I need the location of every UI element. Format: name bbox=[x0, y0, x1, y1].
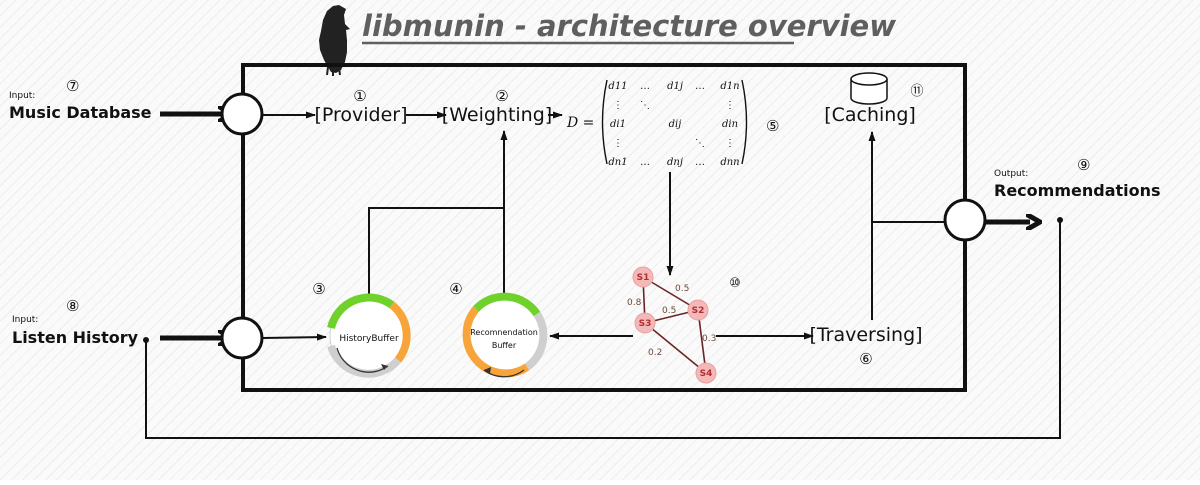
matrix-right-bracket bbox=[741, 79, 748, 165]
matrix-number: ⑤ bbox=[766, 117, 779, 135]
node-s2 bbox=[687, 299, 709, 321]
historybuffer-to-weighting-line bbox=[368, 207, 504, 294]
history-buffer-ring-icon bbox=[327, 293, 411, 378]
listen-history-prefix: Input: bbox=[12, 315, 38, 325]
rec-buffer-label-line2: Buffer bbox=[492, 341, 517, 350]
matrix-cell: din bbox=[722, 119, 738, 130]
listen-to-historybuffer-arrow bbox=[262, 333, 327, 341]
weighting-label: [Weighting] bbox=[442, 104, 552, 126]
node-s3-label: S3 bbox=[639, 319, 652, 329]
matrix-cell: ⋮ bbox=[613, 138, 623, 149]
node-s2-label: S2 bbox=[692, 306, 705, 316]
diagram-title: libmunin - architecture overview bbox=[362, 9, 896, 43]
node-s1-label: S1 bbox=[637, 273, 650, 283]
matrix-cell: ⋮ bbox=[725, 138, 735, 149]
matrix-cell: dn1 bbox=[608, 157, 627, 168]
edge-label-s1-s2: 0.5 bbox=[675, 284, 689, 294]
edge-s2-s4 bbox=[697, 309, 707, 374]
feedback-start-dot bbox=[1057, 217, 1063, 223]
rec-buffer-number: ④ bbox=[449, 280, 462, 298]
edge-s1-s2 bbox=[642, 276, 699, 311]
traversing-label: [Traversing] bbox=[809, 324, 922, 346]
raven-logo-icon bbox=[319, 5, 350, 76]
history-buffer-number: ③ bbox=[312, 280, 325, 298]
matrix-label: D = bbox=[566, 115, 594, 131]
node-s3 bbox=[634, 312, 656, 334]
similarity-graph: 0.5 0.8 0.5 0.3 0.2 S1 S2 S3 S4 ⑩ bbox=[627, 266, 741, 384]
edge-label-s2-s4: 0.3 bbox=[702, 334, 716, 344]
recommendation-buffer-ring-icon bbox=[462, 292, 548, 378]
edge-label-s1-s3: 0.8 bbox=[627, 298, 642, 308]
rec-buffer-label-line1: Recomnendation bbox=[470, 328, 538, 337]
matrix-cell: d1j bbox=[667, 81, 683, 92]
music-db-label: Music Database bbox=[9, 103, 152, 122]
music-db-port bbox=[220, 92, 264, 136]
caching-number: ⑪ bbox=[910, 84, 923, 99]
node-s4 bbox=[695, 362, 717, 384]
caching-label: [Caching] bbox=[824, 104, 916, 126]
music-db-prefix: Input: bbox=[9, 91, 35, 101]
matrix-cell: dij bbox=[669, 119, 682, 130]
edge-label-s3-s4: 0.2 bbox=[648, 348, 662, 358]
matrix-cell: di1 bbox=[610, 119, 626, 130]
matrix-cell: ⋮ bbox=[613, 100, 623, 111]
traversing-number: ⑥ bbox=[859, 350, 872, 368]
provider-number: ① bbox=[353, 87, 366, 105]
weighting-number: ② bbox=[495, 87, 508, 105]
output-label: Recommendations bbox=[994, 181, 1161, 200]
matrix-cell: … bbox=[640, 81, 650, 92]
listen-history-label: Listen History bbox=[12, 328, 139, 347]
matrix-cell: ⋱ bbox=[640, 100, 650, 111]
feedback-end-dot bbox=[143, 337, 149, 343]
matrix-cell: d11 bbox=[608, 81, 627, 92]
feedback-loop-line bbox=[145, 220, 1061, 439]
distance-matrix: D = d11 … d1j … d1n ⋮ ⋱ ⋮ di1 dij din ⋮ ⋱ ⋮ dn1 … dnj … dn… bbox=[566, 79, 779, 168]
matrix-cell: … bbox=[640, 157, 650, 168]
listen-history-port bbox=[220, 316, 264, 360]
history-buffer-label: HistoryBuffer bbox=[339, 334, 399, 344]
output-prefix: Output: bbox=[994, 169, 1028, 179]
music-db-number: ⑦ bbox=[66, 77, 79, 95]
matrix-left-bracket bbox=[601, 79, 608, 165]
node-s4-label: S4 bbox=[700, 369, 713, 379]
matrix-cell: ⋱ bbox=[695, 138, 705, 149]
matrix-cell: … bbox=[695, 157, 705, 168]
matrix-cell: ⋮ bbox=[725, 100, 735, 111]
listen-history-number: ⑧ bbox=[66, 297, 79, 315]
matrix-cell: d1n bbox=[720, 81, 739, 92]
edge-label-s3-s2: 0.5 bbox=[662, 306, 676, 316]
matrix-cell: dnn bbox=[720, 157, 739, 168]
provider-label: [Provider] bbox=[314, 104, 407, 126]
matrix-cell: … bbox=[695, 81, 705, 92]
matrix-cell: dnj bbox=[667, 157, 683, 168]
cache-cylinder-icon bbox=[850, 72, 888, 105]
output-port bbox=[943, 198, 987, 242]
node-s1 bbox=[632, 266, 654, 288]
output-number: ⑨ bbox=[1077, 156, 1090, 174]
graph-number: ⑩ bbox=[729, 276, 741, 291]
edge-s3-s4 bbox=[644, 322, 707, 374]
